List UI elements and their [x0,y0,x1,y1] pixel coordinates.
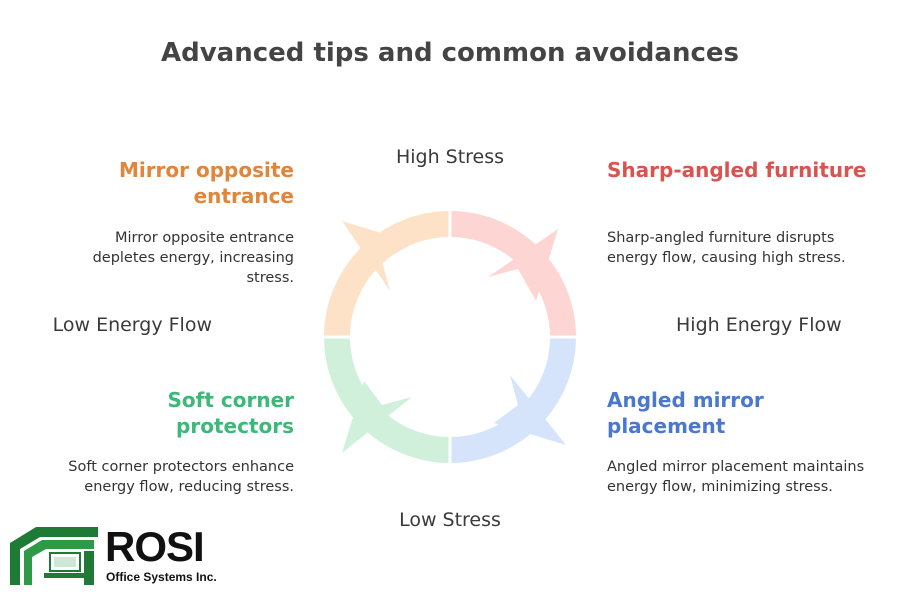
quadrant-description-mirror-opposite-entrance: Mirror opposite entrance depletes energy… [92,230,294,286]
axis-label-right: High Energy Flow [676,314,842,336]
axis-label-bottom: Low Stress [399,509,501,531]
cycle-arrowhead-bottom-left [342,381,412,453]
cycle-arc-top-right [450,211,576,337]
company-logo: ROSI Office Systems Inc. [10,523,220,593]
quadrant-heading-angled-mirror-placement: Angled mirror placement [607,388,764,438]
axis-label-top: High Stress [395,146,505,168]
logo-subtitle: Office Systems Inc. [106,570,217,584]
quadrant-heading-mirror-opposite-entrance: Mirror opposite entrance [118,158,294,208]
quadrant-description-angled-mirror-placement: Angled mirror placement maintains energy… [607,459,865,495]
quadrant-description-sharp-angled-furniture: Sharp-angled furniture disrupts energy f… [607,230,846,266]
axis-label-left: Low Energy Flow [52,314,212,336]
cycle-arc-bottom-left [324,337,450,463]
cycle-arrowhead-top-right [488,229,558,301]
quadrant-heading-soft-corner-protectors: Soft corner protectors [167,388,295,438]
office-cubicle-icon [10,527,98,585]
cycle-arc-bottom-right [450,337,576,463]
cycle-arc-top-left [324,211,450,337]
cycle-arrowhead-top-left [342,221,414,291]
cycle-diagram [322,209,578,465]
cycle-arrowhead-bottom-right [494,375,566,445]
page-title: Advanced tips and common avoidances [161,38,739,68]
logo-name: ROSI [105,523,205,570]
quadrant-description-soft-corner-protectors: Soft corner protectors enhance energy fl… [68,459,294,495]
quadrant-heading-sharp-angled-furniture: Sharp-angled furniture [607,158,867,182]
